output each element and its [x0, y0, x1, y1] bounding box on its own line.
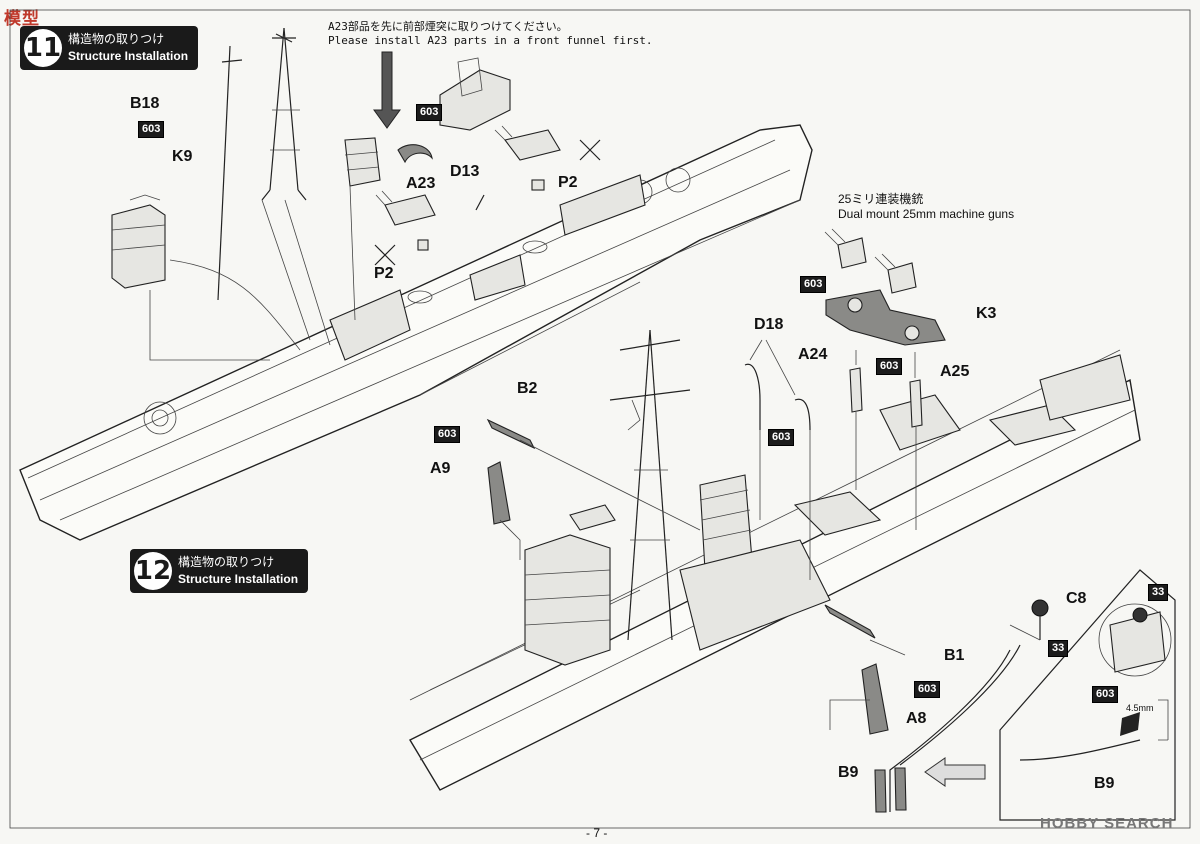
step-11-number: 11: [24, 29, 62, 67]
label-b9: B9: [838, 764, 859, 781]
step-11-bridge: [111, 194, 301, 361]
label-d13: D13: [450, 163, 480, 180]
step-12-number: 12: [134, 552, 172, 590]
label-c8: C8: [1066, 590, 1087, 607]
guns-caption-en: Dual mount 25mm machine guns: [838, 207, 1015, 221]
b2-a9-parts: [486, 418, 701, 560]
step-12-aft: [793, 354, 1131, 536]
label-p2-lower: P2: [374, 265, 394, 282]
step-11-turrets: [374, 125, 601, 266]
label-k9: K9: [172, 148, 193, 165]
code-603-b18: 603: [138, 121, 165, 138]
b9-c8-parts: [874, 599, 1049, 813]
a23-note-en: Please install A23 parts in a front funn…: [328, 34, 653, 47]
label-b1: B1: [944, 647, 965, 664]
step-12-mast: [609, 329, 691, 641]
step-12-bridge: [524, 504, 616, 666]
label-p2-upper: P2: [558, 174, 578, 191]
label-a9: A9: [430, 460, 451, 477]
step-12-title-jp: 構造物の取りつけ: [178, 555, 275, 569]
step-11-funnel: [344, 51, 511, 321]
step-12-title-en: Structure Installation: [178, 572, 299, 586]
step-11-masts: [217, 27, 331, 346]
detail-inset: [999, 569, 1176, 821]
d18-rails: [744, 339, 811, 580]
step-12-funnel: [679, 474, 831, 651]
label-a23: A23: [406, 175, 436, 192]
step-12-badge: 12 構造物の取りつけ Structure Installation: [130, 549, 309, 593]
code-603-inset: 603: [1092, 686, 1119, 703]
code-603-d18: 603: [768, 429, 795, 446]
top-logo-watermark: 模型: [4, 9, 40, 28]
label-d18: D18: [754, 316, 784, 333]
dimension-label: 4.5mm: [1126, 703, 1154, 713]
k3-platform: [824, 228, 946, 346]
code-603-a25: 603: [876, 358, 903, 375]
b1-a8-parts: [824, 604, 906, 735]
step-11-title-jp: 構造物の取りつけ: [68, 32, 165, 46]
a23-note: A23部品を先に前部煙突に取りつけてください。 Please install A…: [328, 20, 653, 48]
step-11-hull: [19, 124, 813, 541]
code-603-a9: 603: [434, 426, 461, 443]
page-number: - 7 -: [586, 826, 608, 840]
guns-caption: 25ミリ連装機銃 Dual mount 25mm machine guns: [838, 192, 1014, 222]
label-a8: A8: [906, 710, 927, 727]
bottom-logo-watermark: HOBBY SEARCH: [1040, 815, 1174, 832]
label-k3: K3: [976, 305, 997, 322]
code-603-a8: 603: [914, 681, 941, 698]
a23-note-jp: A23部品を先に前部煙突に取りつけてください。: [328, 20, 568, 33]
label-b18: B18: [130, 95, 160, 112]
code-603-k3: 603: [800, 276, 827, 293]
page-frame: [9, 9, 1191, 829]
label-a24: A24: [798, 346, 828, 363]
guns-caption-jp: 25ミリ連装機銃: [838, 192, 924, 206]
code-33-c8: 33: [1048, 640, 1069, 657]
code-33-inset: 33: [1148, 584, 1169, 601]
step-11-title-en: Structure Installation: [68, 49, 189, 63]
label-b9-inset: B9: [1094, 775, 1115, 792]
a24-a25: [849, 350, 923, 530]
label-b2: B2: [517, 380, 538, 397]
label-a25: A25: [940, 363, 970, 380]
code-603-a23: 603: [416, 104, 443, 121]
step-11-badge: 11 構造物の取りつけ Structure Installation: [20, 26, 199, 70]
